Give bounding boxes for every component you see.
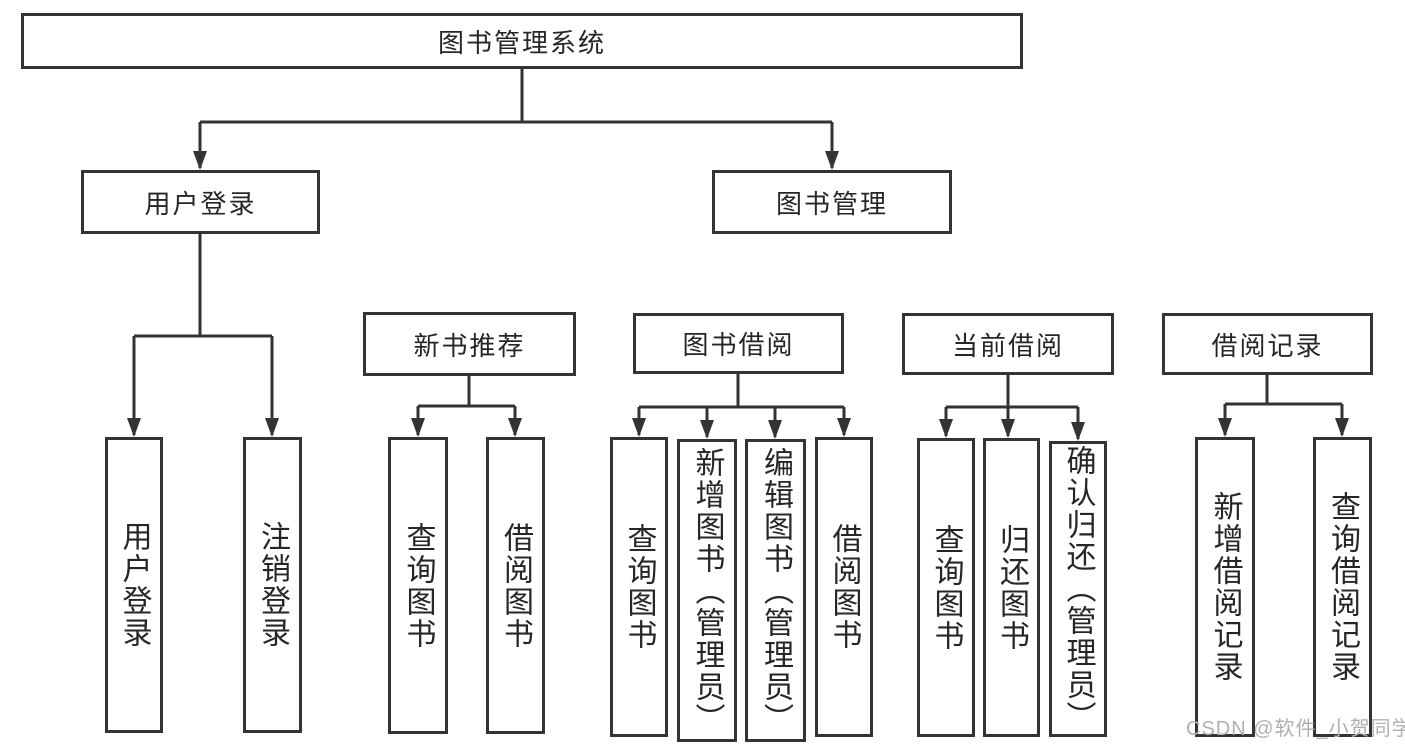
leaf-newbook-borrow-books-label: 借阅图书 [499, 521, 532, 650]
leaf-user-login: 用户登录 [105, 437, 163, 733]
leaf-bookborrow-edit-books-admin: 编辑图书（管理员） [745, 439, 806, 742]
leaf-current-confirm-return-admin: 确认归还（管理员） [1049, 441, 1107, 737]
arrow-down-icon [632, 418, 646, 437]
node-book-management-label: 图书管理 [775, 188, 888, 219]
leaf-bookborrow-query-books: 查询图书 [610, 437, 668, 737]
arrow-down-icon [1001, 419, 1015, 438]
leaf-bookborrow-add-books-admin: 新增图书（管理员） [677, 439, 737, 742]
arrow-down-icon [700, 420, 714, 439]
leaf-current-query-books: 查询图书 [917, 438, 975, 737]
arrow-down-icon [825, 151, 839, 170]
leaf-user-login-label: 用户登录 [117, 521, 151, 649]
node-book-borrow-label: 图书借阅 [682, 330, 795, 360]
node-book-management: 图书管理 [712, 170, 952, 234]
leaf-record-query: 查询借阅记录 [1313, 437, 1372, 737]
leaf-bookborrow-query-books-label: 查询图书 [622, 523, 656, 651]
leaf-bookborrow-borrow-books: 借阅图书 [815, 437, 873, 737]
connector-borrow-record-children [1223, 375, 1344, 435]
leaf-logout: 注销登录 [243, 437, 302, 733]
node-new-book-recommend-label: 新书推荐 [413, 330, 526, 361]
arrow-down-icon [265, 418, 279, 437]
connector-new-book-children [416, 376, 517, 435]
arrow-down-icon [411, 418, 425, 437]
connector-root-to-level2 [198, 69, 834, 168]
connector-book-borrow-children [637, 374, 846, 437]
leaf-bookborrow-borrow-books-label: 借阅图书 [827, 523, 861, 651]
arrow-down-icon [1218, 418, 1232, 437]
leaf-current-return-books-label: 归还图书 [995, 523, 1028, 652]
arrow-down-icon [1335, 418, 1349, 437]
connector-user-login-children [132, 234, 274, 435]
leaf-record-query-label: 查询借阅记录 [1326, 491, 1359, 683]
leaf-newbook-query-books: 查询图书 [388, 437, 448, 734]
leaf-bookborrow-edit-books-admin-label: 编辑图书（管理员） [759, 446, 792, 735]
arrow-down-icon [939, 419, 953, 438]
arrow-down-icon [508, 418, 522, 437]
leaf-record-add-label: 新增借阅记录 [1208, 491, 1242, 683]
node-new-book-recommend: 新书推荐 [363, 312, 576, 376]
leaf-newbook-query-books-label: 查询图书 [401, 521, 435, 650]
leaf-current-return-books: 归还图书 [983, 438, 1040, 737]
arrow-down-icon [193, 151, 207, 170]
leaf-bookborrow-add-books-admin-label: 新增图书（管理员） [690, 446, 724, 735]
arrow-down-icon [127, 418, 141, 437]
node-current-borrow-label: 当前借阅 [951, 330, 1064, 361]
arrow-down-icon [1071, 422, 1085, 441]
arrow-down-icon [837, 418, 851, 437]
connector-current-borrow-children [944, 375, 1080, 439]
node-user-login: 用户登录 [81, 170, 320, 234]
node-current-borrow: 当前借阅 [902, 313, 1114, 375]
leaf-newbook-borrow-books: 借阅图书 [486, 437, 545, 734]
leaf-logout-label: 注销登录 [256, 521, 289, 649]
node-user-login-label: 用户登录 [144, 188, 257, 219]
leaf-current-confirm-return-admin-label: 确认归还（管理员） [1061, 445, 1095, 733]
watermark: CSDN @软件_小贺同学 [1186, 718, 1405, 740]
node-borrow-record-label: 借阅记录 [1211, 330, 1324, 361]
node-book-borrow: 图书借阅 [633, 313, 844, 374]
node-root-label: 图书管理系统 [437, 27, 606, 58]
arrow-down-icon [768, 420, 782, 439]
node-borrow-record: 借阅记录 [1162, 313, 1373, 375]
node-root: 图书管理系统 [21, 13, 1023, 69]
leaf-current-query-books-label: 查询图书 [929, 523, 963, 652]
leaf-record-add: 新增借阅记录 [1195, 437, 1255, 737]
